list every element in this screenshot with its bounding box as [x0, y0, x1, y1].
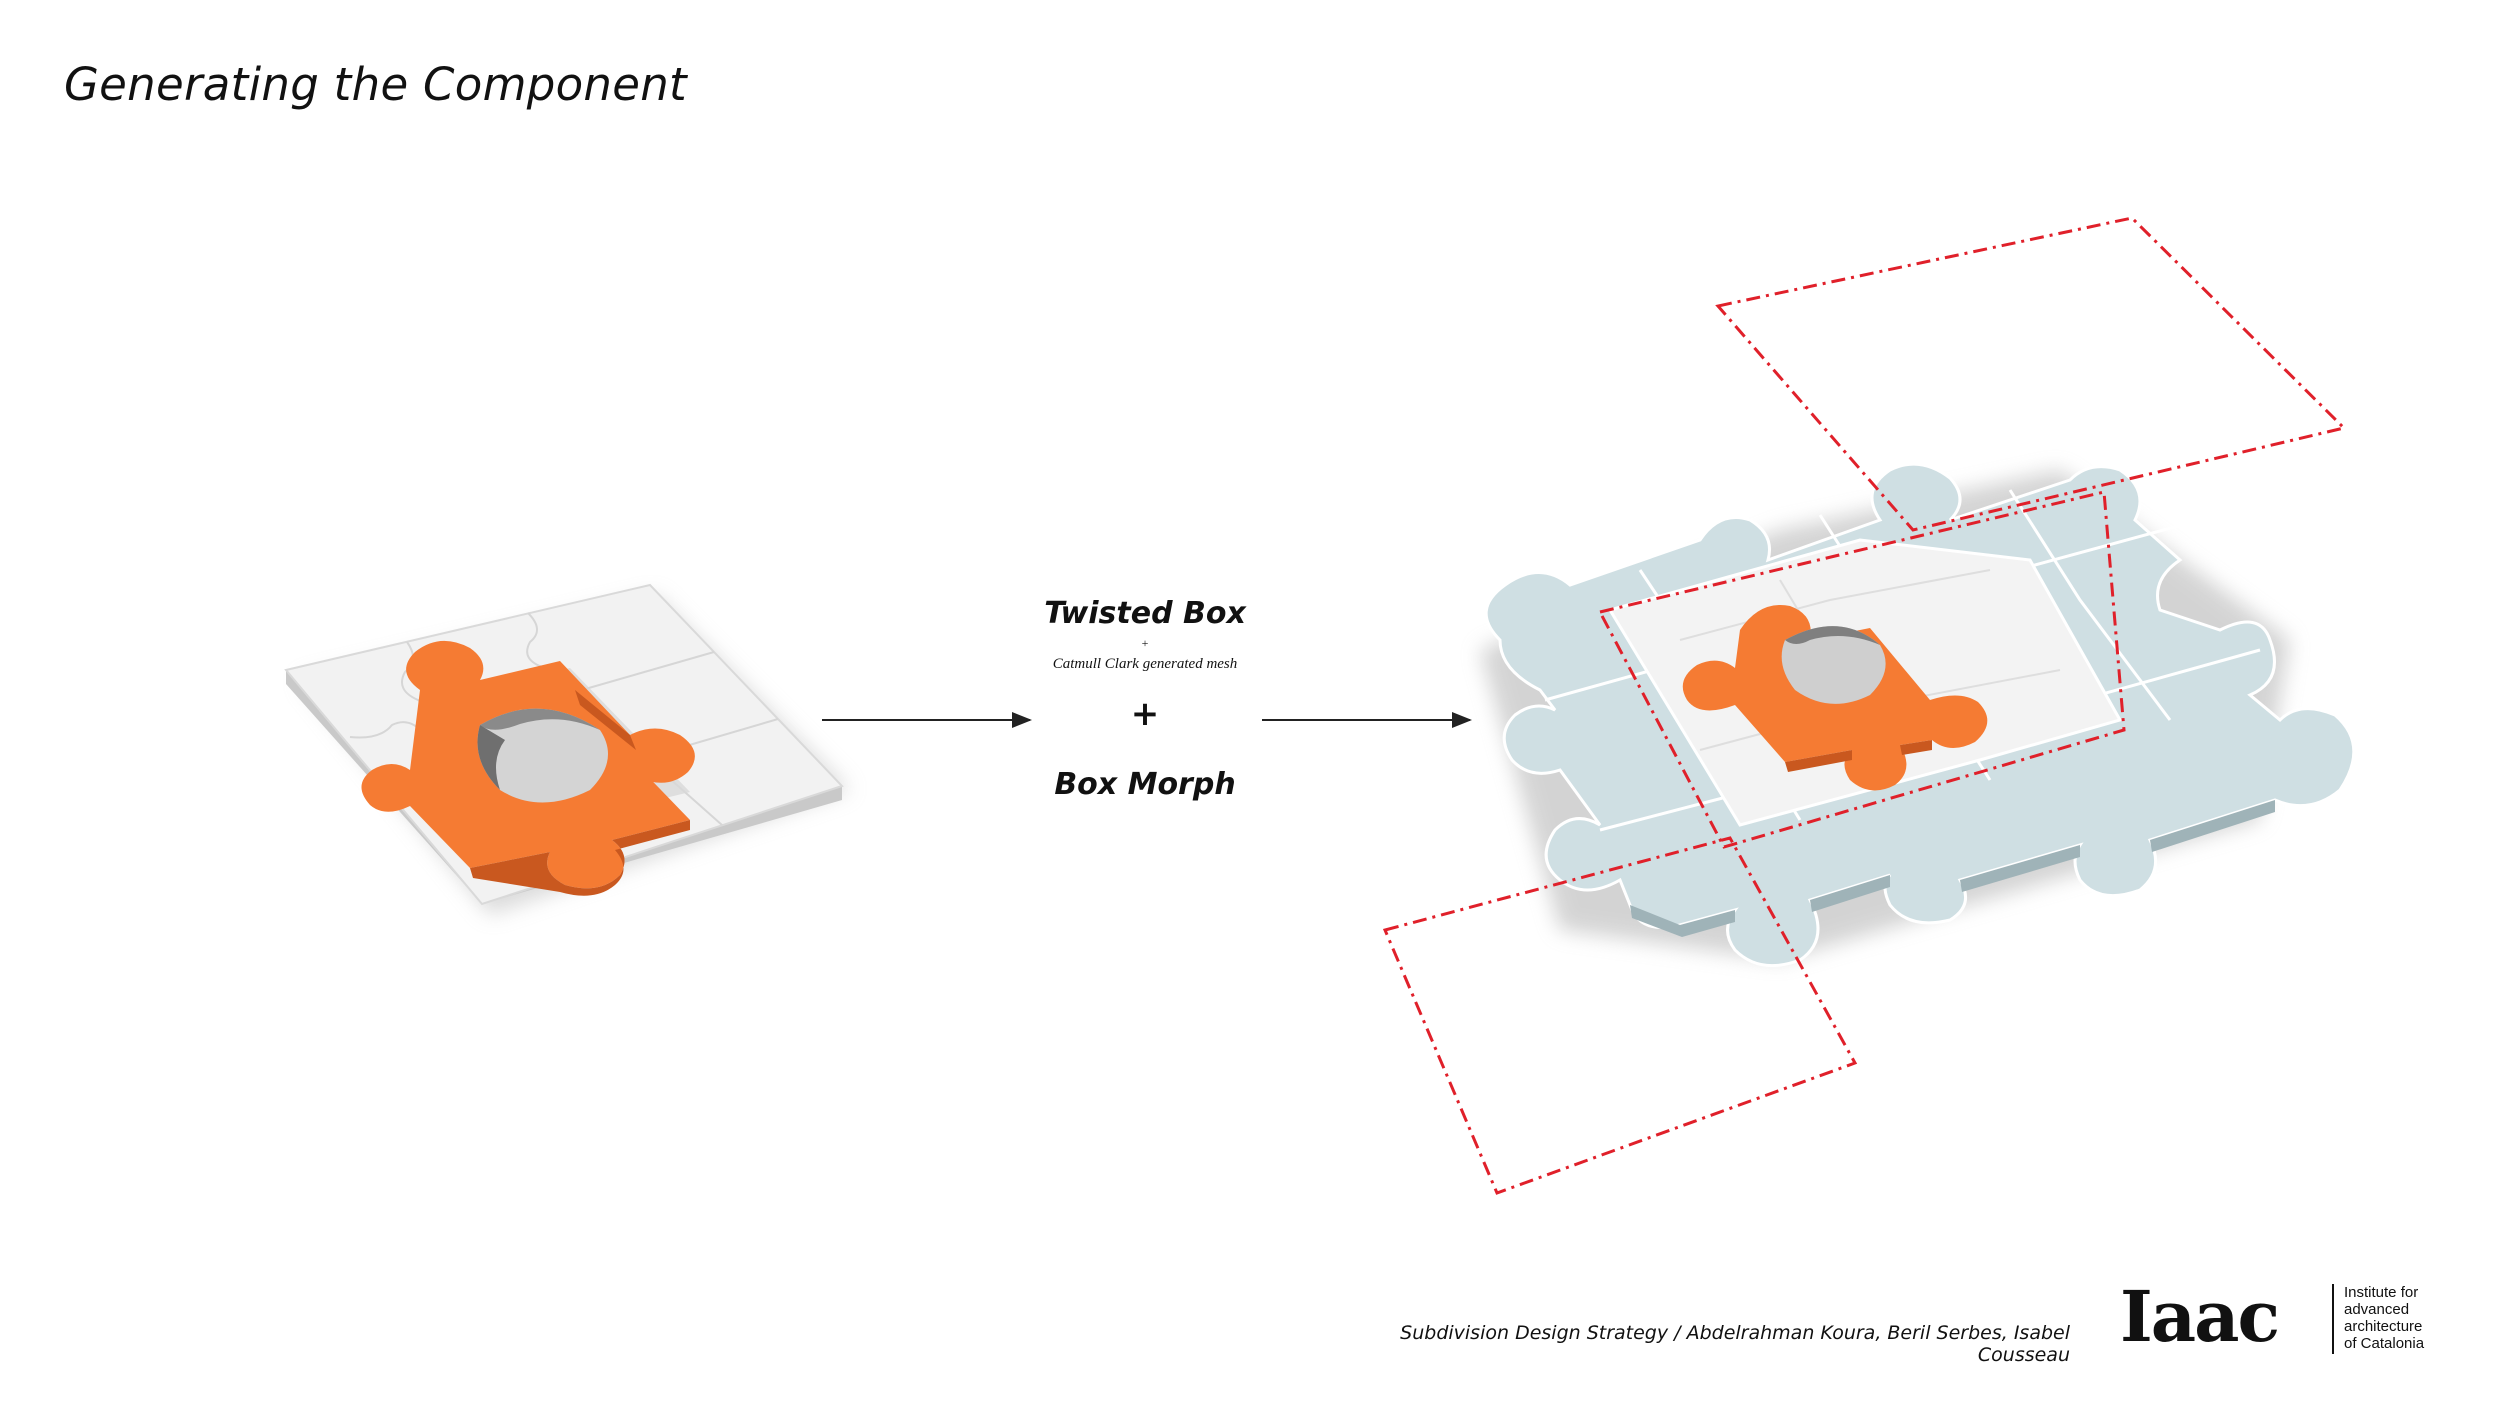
logo-divider: [2332, 1284, 2334, 1354]
logo-line: advanced: [2344, 1301, 2410, 1318]
logo-line: Institute for: [2344, 1284, 2419, 1301]
big-plus: +: [1130, 694, 1160, 734]
step-title-2: Box Morph: [1054, 767, 1236, 802]
orange-piece-left: [361, 640, 695, 896]
logo-line: of Catalonia: [2344, 1335, 2425, 1352]
page-title: Generating the Component: [64, 58, 687, 111]
credits-text: Subdivision Design Strategy / Abdelrahma…: [1400, 1322, 2070, 1366]
morph-guide-boxes: [1382, 216, 2347, 1195]
small-plus: +: [1141, 636, 1149, 650]
logo-line: architecture: [2344, 1318, 2423, 1335]
morphed-array-illustration: [1382, 216, 2356, 1195]
step-subtitle: Catmull Clark generated mesh: [1052, 656, 1238, 672]
iaac-logo: Iaac: [2120, 1275, 2280, 1358]
orange-piece-right: [1682, 605, 1988, 791]
single-component-illustration: [284, 583, 850, 915]
step-title: Twisted Box: [1044, 596, 1246, 631]
logo-institution-text: Institute for advanced architecture of C…: [2344, 1284, 2494, 1352]
